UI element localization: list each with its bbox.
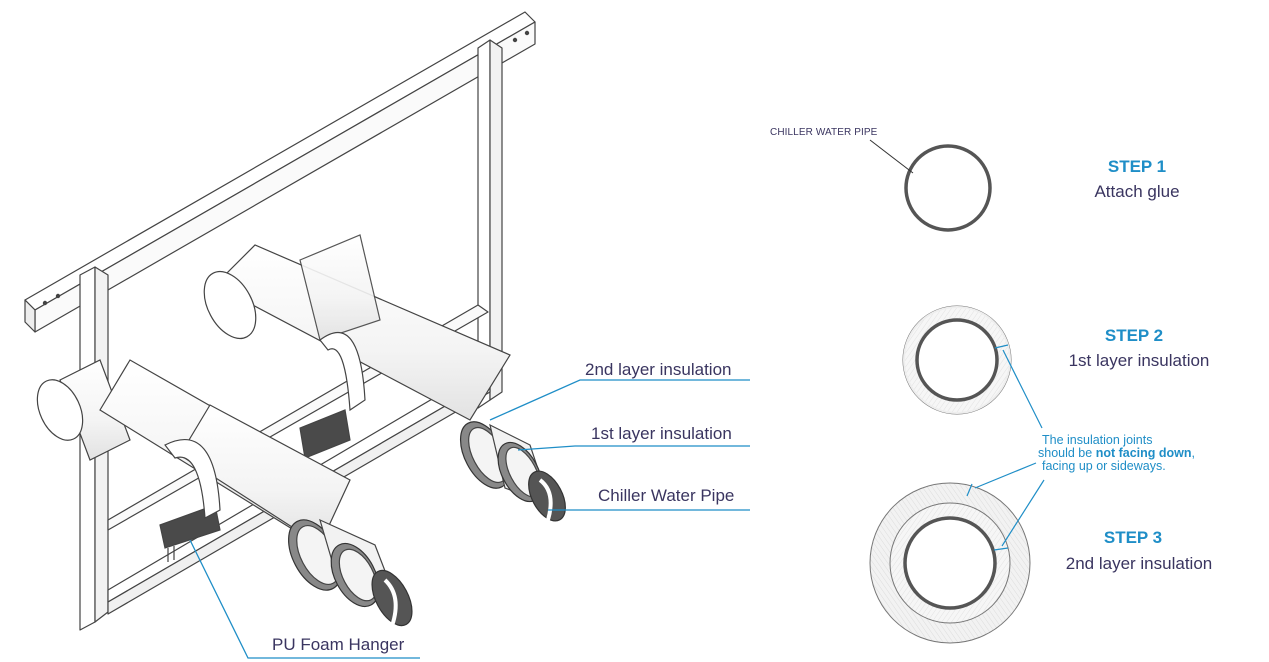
- note-leader-lines: [974, 349, 1045, 547]
- step2-desc: 1st layer insulation: [1068, 351, 1210, 370]
- hanger-label: PU Foam Hanger: [272, 635, 405, 654]
- chiller-pipe-section-label: CHILLER WATER PIPE: [770, 127, 878, 138]
- step3-desc: 2nd layer insulation: [1065, 554, 1213, 573]
- joint-note: The insulation joints should be not faci…: [1038, 433, 1195, 473]
- step1-section: [869, 139, 992, 232]
- chiller-pipe-label: Chiller Water Pipe: [598, 486, 735, 505]
- step2-title: STEP 2: [1104, 326, 1164, 345]
- step1-desc: Attach glue: [1094, 182, 1180, 201]
- step3-section: [869, 482, 1031, 644]
- step2-section: [902, 305, 1012, 415]
- first-layer-label: 1st layer insulation: [591, 424, 732, 443]
- note-line2: should be not facing down,: [1038, 446, 1195, 460]
- note-emphasis: not facing down: [1095, 446, 1192, 460]
- step3-title: STEP 3: [1103, 528, 1163, 547]
- step1-title: STEP 1: [1107, 157, 1167, 176]
- support-frame: [24, 11, 536, 631]
- note-line3: facing up or sideways.: [1042, 459, 1166, 473]
- callout-lines: [189, 379, 750, 659]
- front-pipe: [99, 359, 413, 627]
- note-line1: The insulation joints: [1042, 433, 1153, 447]
- rear-pipe: [36, 234, 566, 522]
- second-layer-label: 2nd layer insulation: [585, 360, 732, 379]
